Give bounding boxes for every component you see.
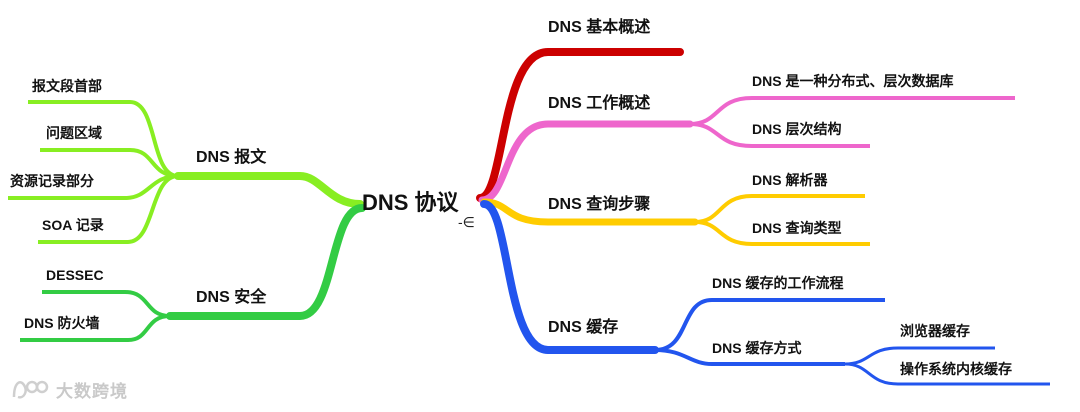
branch-line-header [28, 100, 179, 178]
branch-line-dns-cache [480, 200, 659, 354]
node-dns-basic: DNS 基本概述 [548, 19, 651, 36]
node-dns-cache: DNS 缓存 [548, 319, 619, 336]
branch-line-dns-cache-methods [654, 348, 845, 366]
node-browser-cache: 浏览器缓存 [900, 323, 970, 339]
node-os-kernel-cache: 操作系统内核缓存 [900, 361, 1012, 377]
branch-line-firewall [20, 314, 171, 342]
node-question: 问题区域 [46, 125, 102, 141]
node-dns-firewall: DNS 防火墙 [24, 315, 100, 331]
branch-line-dns-query [480, 198, 699, 226]
branch-line-os-kernel-cache [844, 362, 1050, 386]
node-dns-cache-methods: DNS 缓存方式 [712, 340, 802, 356]
logo-icon [12, 380, 49, 399]
branch-line-soa [38, 174, 179, 244]
node-dns-distributed-db: DNS 是一种分布式、层次数据库 [752, 73, 954, 89]
branch-line-dns-message [174, 172, 364, 208]
node-dns-security: DNS 安全 [196, 289, 267, 306]
collapse-toggle-icon[interactable]: -∈ [458, 214, 475, 230]
branch-line-dns-work-distributed [689, 96, 1015, 126]
node-header: 报文段首部 [32, 78, 102, 94]
node-dns-hierarchy: DNS 层次结构 [752, 121, 842, 137]
node-dns-resolver: DNS 解析器 [752, 172, 828, 188]
watermark: 大数跨境 [10, 375, 128, 403]
branch-line-dns-query-resolver [694, 194, 865, 224]
branch-line-dns-basic [476, 48, 684, 202]
root-node: DNS 协议 [362, 190, 459, 215]
node-dns-query: DNS 查询步骤 [548, 196, 651, 213]
node-soa: SOA 记录 [42, 217, 104, 233]
node-dessec: DESSEC [46, 267, 104, 283]
node-dns-message: DNS 报文 [196, 149, 267, 166]
branch-line-dns-cache-flow [654, 298, 885, 352]
branch-line-dns-query-types [694, 220, 870, 246]
watermark-text: 大数跨境 [56, 381, 128, 401]
branch-line-dns-security [166, 204, 366, 320]
node-dns-cache-flow: DNS 缓存的工作流程 [712, 275, 844, 291]
node-dns-query-types: DNS 查询类型 [752, 220, 842, 236]
node-resource: 资源记录部分 [10, 173, 94, 189]
branch-line-dns-work-hierarchy [689, 122, 870, 148]
branch-line-dns-work [478, 120, 694, 204]
branch-line-dessec [42, 290, 171, 318]
node-dns-work: DNS 工作概述 [548, 95, 651, 112]
